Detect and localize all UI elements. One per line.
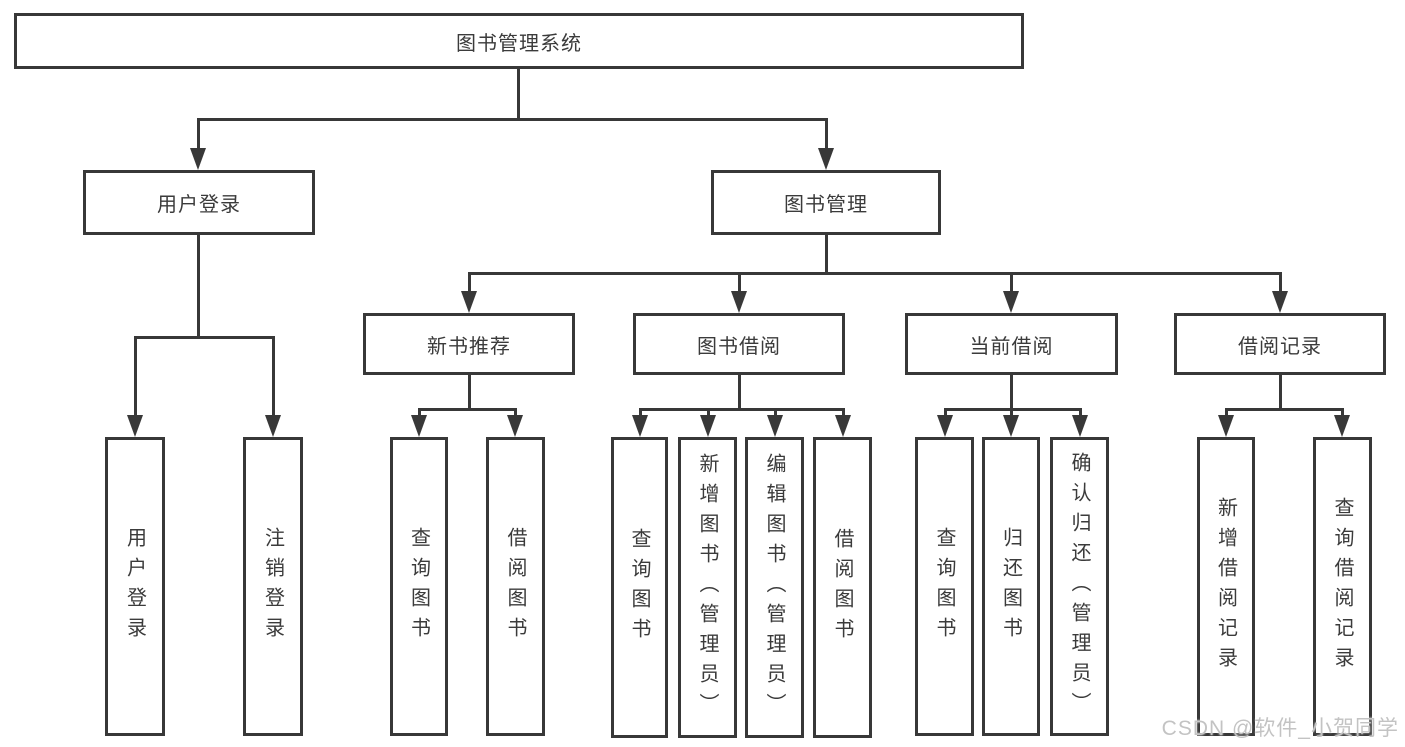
- arrowhead-icon: [265, 415, 281, 437]
- leaf-logout: 注销登录: [243, 437, 303, 736]
- arrowhead-icon: [632, 415, 648, 437]
- arrowhead-icon: [190, 148, 206, 170]
- connector-line: [639, 408, 845, 411]
- node-label: 借阅记录: [1238, 335, 1322, 358]
- connector-line: [944, 408, 1082, 411]
- node-label: 新增借阅记录: [1214, 496, 1237, 677]
- leaf-query-borrow-record: 查询借阅记录: [1313, 437, 1372, 736]
- node-book-management: 图书管理: [711, 170, 941, 235]
- arrowhead-icon: [731, 291, 747, 313]
- connector-line: [514, 408, 517, 418]
- connector-line: [468, 374, 471, 408]
- arrowhead-icon: [937, 415, 953, 437]
- arrowhead-icon: [1003, 291, 1019, 313]
- connector-line: [842, 408, 845, 418]
- arrowhead-icon: [507, 415, 523, 437]
- arrowhead-icon: [411, 415, 427, 437]
- connector-line: [738, 272, 741, 293]
- leaf-return-book: 归还图书: [982, 437, 1040, 736]
- arrowhead-icon: [1272, 291, 1288, 313]
- connector-line: [707, 408, 710, 418]
- node-borrowing-records: 借阅记录: [1174, 313, 1386, 375]
- node-current-borrowing: 当前借阅: [905, 313, 1118, 375]
- connector-line: [825, 118, 828, 150]
- watermark: CSDN @软件_小贺同学: [1161, 717, 1399, 740]
- node-label: 查询借阅记录: [1331, 496, 1353, 677]
- leaf-query-book-borrowing: 查询图书: [611, 437, 668, 738]
- connector-line: [197, 234, 200, 336]
- node-label: 归还图书: [999, 526, 1022, 647]
- arrowhead-icon: [1072, 415, 1088, 437]
- arrowhead-icon: [1334, 415, 1350, 437]
- connector-line: [738, 374, 741, 408]
- connector-line: [639, 408, 642, 418]
- leaf-edit-book-admin: 编辑图书（管理员）: [745, 437, 804, 738]
- leaf-confirm-return-admin: 确认归还（管理员）: [1050, 437, 1109, 736]
- connector-line: [1079, 408, 1082, 418]
- leaf-add-borrow-record: 新增借阅记录: [1197, 437, 1255, 736]
- leaf-borrow-book-recommend: 借阅图书: [486, 437, 545, 736]
- arrowhead-icon: [835, 415, 851, 437]
- node-label: 编辑图书（管理员）: [763, 452, 785, 723]
- node-label: 图书管理系统: [456, 32, 582, 55]
- arrowhead-icon: [461, 291, 477, 313]
- leaf-add-book-admin: 新增图书（管理员）: [678, 437, 737, 738]
- connector-line: [197, 118, 200, 150]
- arrowhead-icon: [700, 415, 716, 437]
- leaf-user-login: 用户登录: [105, 437, 165, 736]
- connector-line: [1225, 408, 1228, 418]
- node-label: 查询图书: [407, 526, 430, 647]
- connector-line: [944, 408, 947, 418]
- connector-line: [774, 408, 777, 418]
- connector-line: [272, 336, 275, 416]
- node-label: 查询图书: [933, 526, 955, 647]
- node-label: 图书借阅: [697, 335, 781, 358]
- node-book-borrowing: 图书借阅: [633, 313, 845, 375]
- arrowhead-icon: [818, 148, 834, 170]
- node-label: 确认归还（管理员）: [1068, 451, 1090, 722]
- connector-line: [1279, 374, 1282, 408]
- arrowhead-icon: [1003, 415, 1019, 437]
- connector-line: [468, 272, 471, 293]
- connector-line: [468, 272, 1282, 275]
- arrowhead-icon: [767, 415, 783, 437]
- node-label: 当前借阅: [969, 335, 1054, 358]
- connector-line: [418, 408, 517, 411]
- leaf-query-book-current: 查询图书: [915, 437, 974, 736]
- node-label: 查询图书: [628, 527, 650, 648]
- connector-line: [1279, 272, 1282, 293]
- arrowhead-icon: [127, 415, 143, 437]
- connector-line: [1010, 408, 1013, 418]
- node-label: 用户登录: [157, 194, 241, 216]
- leaf-borrow-book-borrowing: 借阅图书: [813, 437, 872, 738]
- node-label: 新增图书（管理员）: [696, 452, 718, 723]
- connector-line: [197, 118, 828, 121]
- connector-line: [418, 408, 421, 418]
- leaf-query-book-recommend: 查询图书: [390, 437, 448, 736]
- connector-line: [134, 336, 275, 339]
- node-label: 图书管理: [784, 194, 868, 216]
- connector-line: [1010, 374, 1013, 408]
- node-label: 用户登录: [123, 526, 146, 647]
- node-label: 新书推荐: [427, 335, 511, 358]
- connector-line: [1010, 272, 1013, 293]
- node-label: 借阅图书: [504, 526, 526, 647]
- node-library-system: 图书管理系统: [14, 13, 1024, 69]
- arrowhead-icon: [1218, 415, 1234, 437]
- connector-line: [517, 69, 520, 118]
- node-user-login: 用户登录: [83, 170, 315, 235]
- node-label: 借阅图书: [831, 527, 853, 648]
- node-new-book-recommend: 新书推荐: [363, 313, 575, 375]
- connector-line: [1341, 408, 1344, 418]
- connector-line: [825, 234, 828, 272]
- node-label: 注销登录: [261, 526, 284, 647]
- connector-line: [134, 336, 137, 416]
- connector-line: [1225, 408, 1344, 411]
